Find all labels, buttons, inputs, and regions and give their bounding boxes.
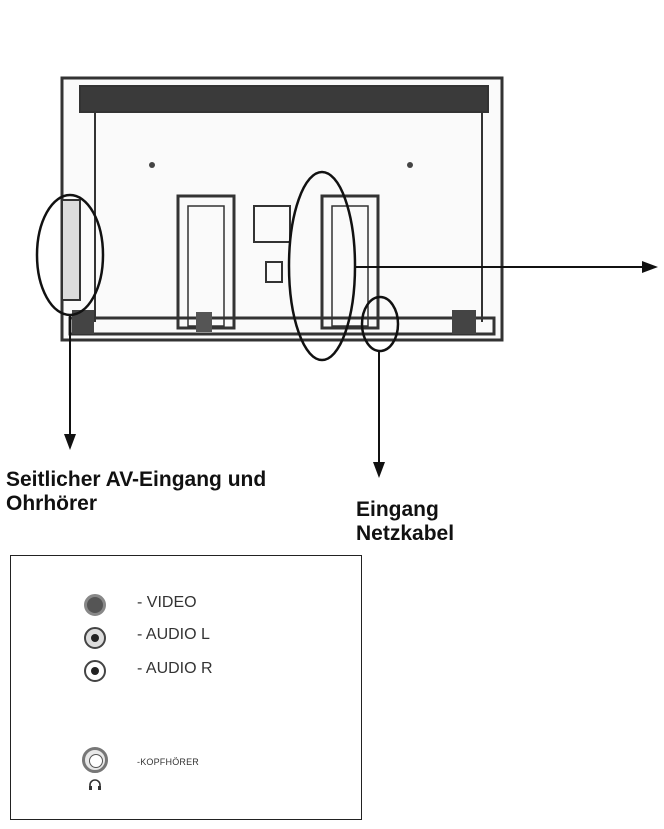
caption-power-input: Eingang Netzkabel <box>356 498 455 545</box>
foot <box>452 310 476 334</box>
jack-label-audio-r: - AUDIO R <box>137 660 213 677</box>
tv-rear-panel <box>60 76 504 342</box>
jack-label-audio-l: - AUDIO L <box>137 626 210 643</box>
headphone-icon <box>89 779 101 790</box>
tv-top-bar <box>79 85 489 113</box>
tv-outer-frame <box>60 76 504 342</box>
center-connector-block <box>253 205 291 243</box>
jack-label-headphone: -KOPFHÖRER <box>137 757 200 767</box>
audio-r-jack <box>84 660 106 682</box>
arrow-power <box>373 351 385 478</box>
caption-side-av-input: Seitlicher AV-Eingang und Ohrhörer <box>6 468 267 515</box>
audio-l-jack <box>84 627 106 649</box>
jack-label-video: - VIDEO <box>137 594 197 611</box>
foot <box>196 312 212 332</box>
foot <box>72 310 94 334</box>
headphone-jack <box>82 747 108 773</box>
arrow-rear-inputs <box>355 261 658 273</box>
side-av-panel-detail: - VIDEO - AUDIO L - AUDIO R -KOPFHÖRER <box>10 555 362 820</box>
screw-hole <box>407 162 413 168</box>
screw-hole <box>149 162 155 168</box>
stand-bracket-right <box>320 194 380 330</box>
video-jack <box>84 594 106 616</box>
arrow-side-av <box>64 315 76 450</box>
tv-left-side-panel <box>61 199 81 301</box>
center-connector-small <box>265 261 283 283</box>
